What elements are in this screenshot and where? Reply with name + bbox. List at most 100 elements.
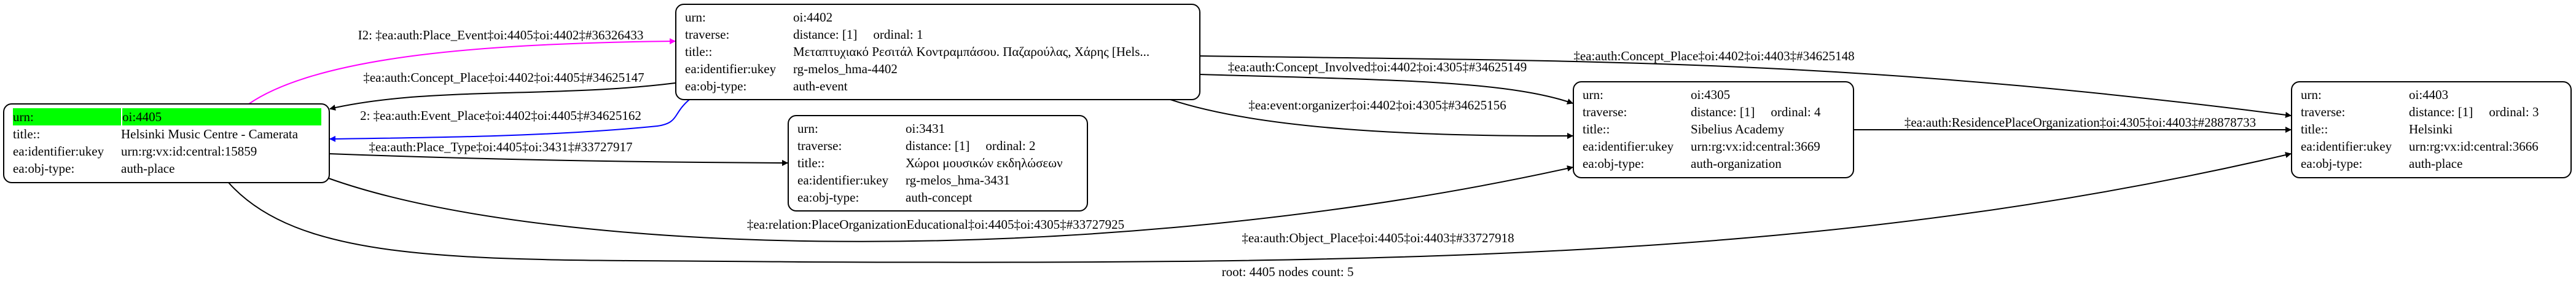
edge-label-place-type: ‡ea:auth:Place_Type‡oi:4405‡oi:3431‡#337… — [369, 140, 633, 154]
node-row-ukey: ea:identifier:ukey urn:rg:vx:id:central:3… — [2301, 138, 2563, 155]
row-ordinal: ordinal: 3 — [2489, 105, 2539, 119]
node-row-title: title::Χώροι μουσικών εκδηλώσεων — [797, 154, 1079, 172]
node-4403[interactable]: urn: oi:4403 traverse: distance: [1] ordina… — [2291, 81, 2572, 178]
node-row-traverse: traverse: distance: [1] ordinal: 4 — [1583, 103, 1846, 121]
row-value: auth-organization — [1691, 156, 1782, 171]
edge-concept-involved — [1199, 74, 1573, 105]
edge-place-event — [248, 38, 676, 105]
row-distance: distance: [1] — [906, 138, 970, 153]
row-key: ea:obj-type: — [13, 161, 75, 176]
row-key: traverse: — [685, 27, 730, 42]
row-value: oi:4402 — [793, 10, 833, 25]
node-row-urn: urn: oi:4403 — [2301, 86, 2563, 103]
row-key: title:: — [685, 44, 713, 59]
row-value: urn:rg:vx:id:central:3666 — [2409, 139, 2539, 154]
node-row-type: ea:obj-type: auth-place — [2301, 155, 2563, 172]
row-key: ea:identifier:ukey — [13, 144, 104, 159]
row-value: urn:rg:vx:id:central:15859 — [121, 144, 257, 159]
node-3431[interactable]: urn: oi:3431 traverse: distance: [1] ordina… — [788, 115, 1088, 212]
row-key: urn: — [797, 121, 818, 136]
edge-concept-place-4405 — [329, 82, 676, 111]
row-key: ea:obj-type: — [797, 190, 859, 205]
row-value: oi:4405 — [122, 108, 321, 125]
row-key: ea:identifier:ukey — [2301, 139, 2392, 154]
row-ordinal: ordinal: 4 — [1771, 105, 1821, 119]
row-key: title:: — [2301, 122, 2328, 137]
row-value: urn:rg:vx:id:central:3669 — [1691, 139, 1820, 154]
node-4305[interactable]: urn: oi:4305 traverse: distance: [1] ordina… — [1573, 81, 1854, 178]
row-value: rg-melos_hma-4402 — [793, 61, 898, 76]
node-row-type: ea:obj-type: auth-organization — [1583, 155, 1846, 172]
node-row-traverse: traverse: distance: [1] ordinal: 1 — [685, 26, 1192, 43]
row-key: traverse: — [2301, 105, 2346, 119]
node-row-title: title::Helsinki Music Centre - Camerata — [13, 125, 321, 143]
row-value: Helsinki — [2409, 122, 2453, 137]
row-ordinal: ordinal: 2 — [985, 138, 1036, 153]
row-value: Μεταπτυχιακό Ρεσιτάλ Κοντραμπάσου. Παζαρ… — [793, 44, 1150, 59]
row-value: oi:4305 — [1691, 87, 1731, 102]
node-row-traverse: traverse: distance: [1] ordinal: 3 — [2301, 103, 2563, 121]
row-value: oi:3431 — [906, 121, 945, 136]
edge-label-place-org-edu: ‡ea:relation:PlaceOrganizationEducationa… — [747, 217, 1124, 232]
row-value: Sibelius Academy — [1691, 122, 1785, 137]
node-row-urn: urn: oi:3431 — [797, 120, 1079, 137]
node-row-urn: urn: oi:4305 — [1583, 86, 1846, 103]
edge-label-object-place: ‡ea:auth:Object_Place‡oi:4405‡oi:4403‡#3… — [1242, 231, 1514, 245]
node-row-ukey: ea:identifier:ukey rg-melos_hma-3431 — [797, 172, 1079, 189]
node-4402[interactable]: urn: oi:4402 traverse: distance: [1] ordina… — [675, 4, 1200, 100]
row-key: traverse: — [1583, 105, 1627, 119]
edge-organizer — [1170, 99, 1573, 140]
row-key: ea:identifier:ukey — [1583, 139, 1674, 154]
row-value: auth-concept — [906, 190, 973, 205]
row-distance: distance: [1] — [2409, 105, 2473, 119]
row-key: ea:obj-type: — [1583, 156, 1645, 171]
row-value: Helsinki Music Centre - Camerata — [121, 127, 299, 141]
node-4405[interactable]: urn:oi:4405 title::Helsinki Music Centre… — [3, 103, 330, 183]
row-key: urn: — [13, 108, 121, 125]
row-key: urn: — [1583, 87, 1603, 102]
row-ordinal: ordinal: 1 — [873, 27, 923, 42]
edge-label-event-place: 2: ‡ea:auth:Event_Place‡oi:4402‡oi:4405‡… — [360, 108, 641, 123]
row-value: auth-event — [793, 79, 848, 93]
row-key: traverse: — [797, 138, 842, 153]
row-distance: distance: [1] — [793, 27, 858, 42]
row-key: urn: — [2301, 87, 2322, 102]
node-row-ukey: ea:identifier:ukey urn:rg:vx:id:central:3… — [1583, 138, 1846, 155]
row-value: oi:4403 — [2409, 87, 2449, 102]
row-key: title:: — [13, 127, 41, 141]
node-row-ukey: ea:identifier:ukey urn:rg:vx:id:central:1… — [13, 143, 321, 160]
edge-label-organizer: ‡ea:event:organizer‡oi:4402‡oi:4305‡#346… — [1248, 98, 1506, 113]
node-row-ukey: ea:identifier:ukey rg-melos_hma-4402 — [685, 60, 1192, 77]
edge-event-place — [329, 99, 690, 142]
node-row-title: title::Sibelius Academy — [1583, 121, 1846, 138]
row-key: title:: — [1583, 122, 1610, 137]
edge-label-concept-place-4403: ‡ea:auth:Concept_Place‡oi:4402‡oi:4403‡#… — [1573, 49, 1854, 63]
node-row-traverse: traverse: distance: [1] ordinal: 2 — [797, 137, 1079, 154]
row-key: ea:identifier:ukey — [797, 173, 889, 188]
edge-object-place — [228, 152, 2292, 263]
row-value: auth-place — [121, 161, 175, 176]
node-row-type: ea:obj-type: auth-place — [13, 160, 321, 177]
row-value: rg-melos_hma-3431 — [906, 173, 1010, 188]
row-key: title:: — [797, 156, 825, 170]
row-key: ea:obj-type: — [685, 79, 747, 93]
edge-label-residence: ‡ea:auth:ResidencePlaceOrganization‡oi:4… — [1905, 115, 2256, 130]
edge-place-org-edu — [328, 165, 1573, 242]
edge-label-concept-involved: ‡ea:auth:Concept_Involved‡oi:4402‡oi:430… — [1228, 60, 1527, 74]
node-row-title: title::Helsinki — [2301, 121, 2563, 138]
edge-place-type — [328, 153, 788, 166]
row-key: ea:obj-type: — [2301, 156, 2363, 171]
row-key: urn: — [685, 10, 706, 25]
edge-label-concept-place-4405: ‡ea:auth:Concept_Place‡oi:4402‡oi:4405‡#… — [363, 70, 644, 85]
node-row-title: title::Μεταπτυχιακό Ρεσιτάλ Κοντραμπάσου… — [685, 43, 1192, 60]
edge-label-place-event: I2: ‡ea:auth:Place_Event‡oi:4405‡oi:4402… — [358, 28, 644, 42]
row-key: ea:identifier:ukey — [685, 61, 777, 76]
row-distance: distance: [1] — [1691, 105, 1755, 119]
edge-concept-place-4403 — [1199, 55, 2292, 118]
row-value: auth-place — [2409, 156, 2463, 171]
node-row-urn: urn: oi:4402 — [685, 9, 1192, 26]
node-row-urn: urn:oi:4405 — [13, 108, 321, 125]
graph-footer: root: 4405 nodes count: 5 — [1222, 264, 1354, 279]
row-value: Χώροι μουσικών εκδηλώσεων — [906, 156, 1063, 170]
